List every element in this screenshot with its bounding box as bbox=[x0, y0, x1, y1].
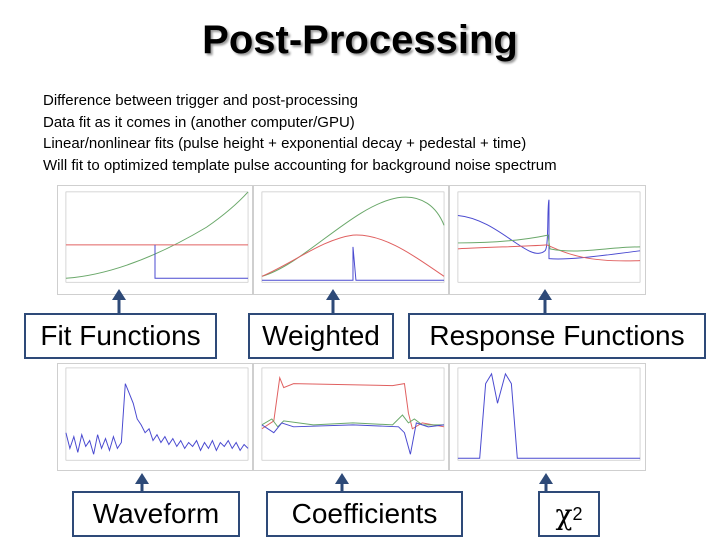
bullet-item: Will fit to optimized template pulse acc… bbox=[43, 156, 557, 174]
bullet-item: Data fit as it comes in (another compute… bbox=[43, 113, 355, 131]
blue-trace bbox=[457, 199, 641, 260]
arrow-icon bbox=[135, 473, 149, 491]
response-functions-label: Response Functions bbox=[408, 313, 706, 359]
waveform-label: Waveform bbox=[72, 491, 240, 537]
blue-trace bbox=[261, 422, 445, 455]
arrow-icon bbox=[335, 473, 349, 491]
fit-functions-plot bbox=[57, 185, 253, 295]
green-trace bbox=[457, 234, 641, 252]
green-trace bbox=[65, 191, 249, 279]
chi-squared-plot bbox=[449, 363, 646, 471]
bullet-item: Linear/nonlinear fits (pulse height + ex… bbox=[43, 135, 527, 152]
chi-trace bbox=[457, 372, 641, 459]
arrow-icon bbox=[539, 473, 553, 491]
blue-trace bbox=[261, 246, 445, 281]
green-trace bbox=[261, 414, 445, 428]
waveform-plot bbox=[57, 363, 253, 471]
response-functions-plot bbox=[449, 185, 646, 295]
slide-title: Post-Processing bbox=[202, 18, 518, 62]
fit-functions-label: Fit Functions bbox=[24, 313, 217, 359]
bullet-item: Difference between trigger and post-proc… bbox=[43, 92, 358, 109]
weighted-plot bbox=[253, 185, 449, 295]
red-trace bbox=[457, 244, 641, 262]
red-trace bbox=[261, 234, 445, 277]
chi-symbol: χ bbox=[555, 497, 573, 531]
blue-trace bbox=[154, 244, 249, 279]
waveform-trace bbox=[65, 383, 249, 455]
coefficients-plot bbox=[253, 363, 449, 471]
coefficients-label: Coefficients bbox=[266, 491, 463, 537]
bullet-list: Difference between trigger and post-proc… bbox=[43, 90, 557, 176]
chi-exponent: 2 bbox=[572, 503, 583, 524]
weighted-label: Weighted bbox=[248, 313, 394, 359]
